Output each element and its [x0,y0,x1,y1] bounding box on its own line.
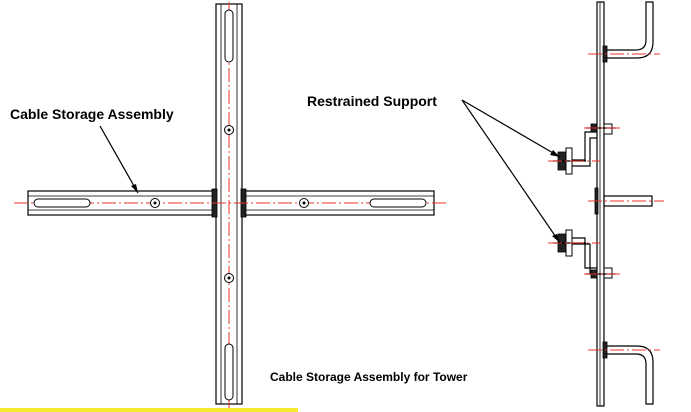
restrained-support-label: Restrained Support [307,93,437,109]
highlight-strip [0,408,298,412]
slot-right [369,198,427,208]
top-j-hook [604,1,654,59]
leader-arrowhead [550,150,560,157]
cross-assembly [14,2,446,410]
leader-restrained-upper [461,99,561,158]
leader-arrowhead [552,234,560,243]
slot-bottom [224,343,234,401]
cable-storage-assembly-label: Cable Storage Assembly [10,106,174,122]
leader-cable-storage [99,125,139,194]
slot-top [224,9,234,63]
leader-restrained-lower [461,99,561,244]
bolt-hole [299,198,309,208]
side-view-assembly [461,1,664,407]
lower-restrained-support [548,229,620,279]
bolt-hole [150,198,160,208]
leader-arrowhead [131,184,138,193]
bolt-hole [224,273,234,283]
slot-left [33,198,91,208]
bolt-hole [224,125,234,135]
upper-restrained-support [548,123,620,175]
bottom-j-hook [604,345,654,405]
drawing-caption: Cable Storage Assembly for Tower [270,370,468,384]
